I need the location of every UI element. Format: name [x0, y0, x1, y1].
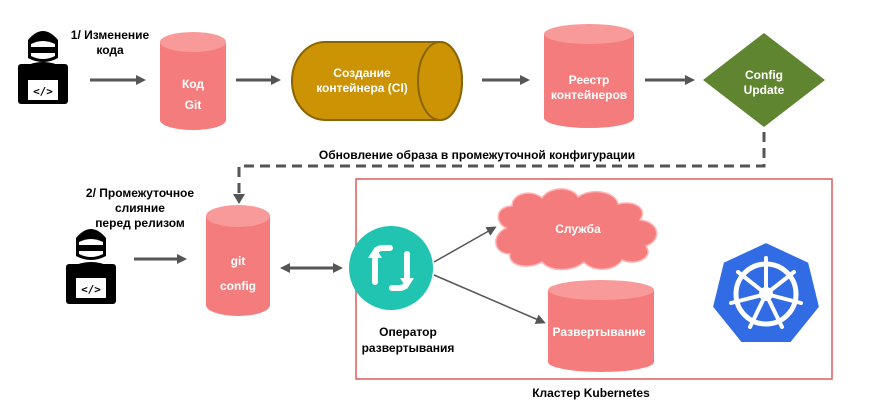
step2-line3: перед релизом [95, 216, 185, 230]
config-update-line1: Config [745, 68, 783, 82]
step1-line2: кода [96, 43, 124, 57]
config-update-line2: Update [744, 83, 785, 97]
ci-line2: контейнера (CI) [316, 81, 408, 95]
code-repo-line2: Git [185, 98, 202, 112]
operator-line1: Оператор [379, 325, 437, 339]
dashed-arrow-head [233, 194, 245, 204]
arrow-operator-to-deployment [433, 274, 546, 324]
code-repo-line1: Код [182, 77, 204, 91]
arrow-operator-to-service [433, 226, 497, 263]
service-label: Служба [555, 222, 601, 236]
step1-line1: 1/ Изменение [71, 28, 150, 42]
ci-line1: Создание [333, 66, 391, 80]
deployment-operator [349, 226, 433, 310]
deployment-cylinder: Развертывание [548, 280, 654, 372]
deployment-label: Развертывание [552, 325, 645, 339]
registry-line2: контейнеров [551, 88, 627, 102]
cluster-label: Кластер Kubernetes [532, 386, 650, 400]
config-update-diamond: Config Update [703, 33, 825, 127]
staging-update-label: Обновление образа в промежуточной конфиг… [319, 148, 635, 162]
config-repo-line1: git [231, 254, 246, 268]
kubernetes-helm-wheel-icon [710, 240, 822, 344]
svg-text:</>: </> [33, 85, 53, 98]
registry-line1: Реестр [569, 73, 610, 87]
developer-bottom-icon: </> [66, 229, 116, 304]
container-registry: Реестр контейнеров [544, 24, 634, 128]
step2-line1: 2/ Промежуточное [86, 186, 194, 200]
ci-container-build: Создание контейнера (CI) [291, 41, 463, 121]
service-cloud: Служба [495, 188, 658, 271]
git-config-repo: git config [206, 205, 270, 316]
config-repo-line2: config [220, 279, 256, 293]
svg-text:</>: </> [81, 283, 101, 296]
developer-top-icon: </> [18, 31, 68, 104]
dashed-arrow-update-to-config [237, 132, 766, 196]
step2-line2: слияние [115, 201, 165, 215]
code-git-repo: Код Git [160, 32, 226, 130]
operator-line2: развертывания [362, 341, 455, 355]
